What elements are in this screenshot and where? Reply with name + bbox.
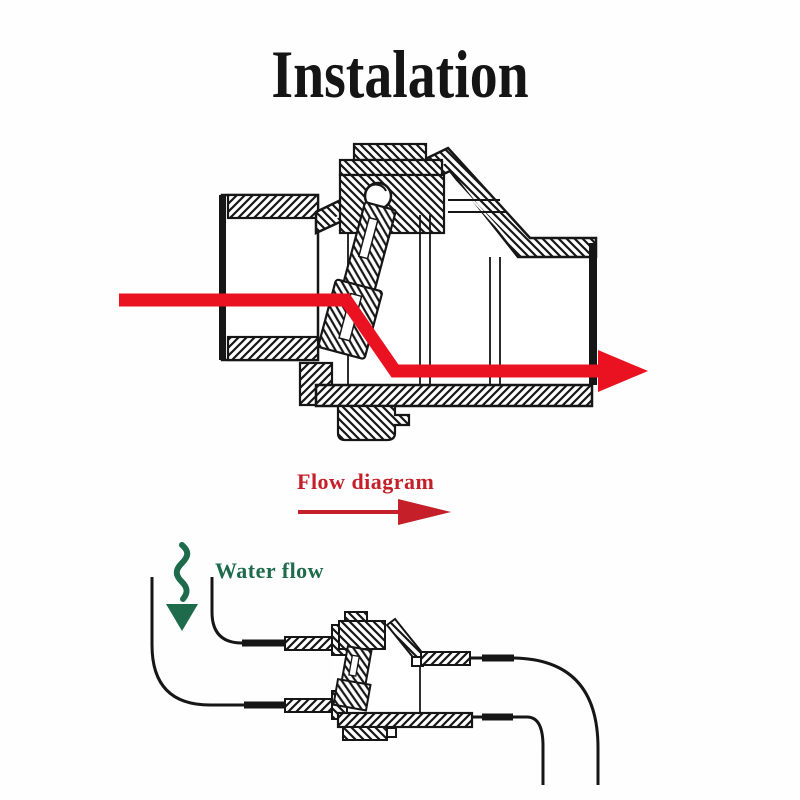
outlet-pipe-elbow [470, 654, 600, 785]
flow-path-arrow-icon [119, 293, 648, 392]
installed-check-valve [284, 611, 474, 741]
water-flow-arrow-icon [166, 542, 198, 631]
inlet-pipe-elbow [150, 577, 285, 709]
installed-valve-flapper [332, 645, 373, 712]
pipeline-installation-drawing [150, 542, 600, 785]
check-valve-cross-section [119, 142, 648, 442]
valve-drain-plug [336, 404, 411, 442]
flow-diagram-arrow-icon [298, 499, 451, 525]
page-title: Instalation [271, 36, 529, 112]
flow-diagram-label: Flow diagram [297, 469, 435, 494]
valve-inlet-union [220, 193, 320, 362]
water-flow-label: Water flow [215, 558, 325, 583]
